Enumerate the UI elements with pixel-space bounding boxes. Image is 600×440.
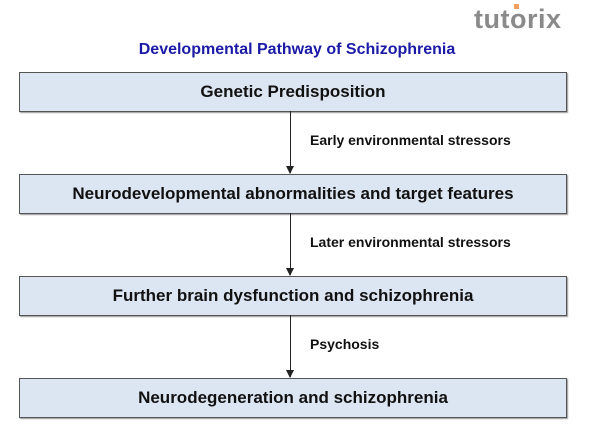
transition-label-later: Later environmental stressors (310, 234, 511, 250)
diagram-title: Developmental Pathway of Schizophrenia (138, 41, 456, 58)
stage-box-neurodevelopmental: Neurodevelopmental abnormalities and tar… (19, 174, 567, 214)
tutorix-logo: tutorix (474, 4, 562, 35)
arrow-down (286, 213, 294, 276)
logo-text: tutorix (474, 4, 562, 34)
stage-box-genetic: Genetic Predisposition (19, 72, 567, 112)
stage-box-brain-dysfunction: Further brain dysfunction and schizophre… (19, 276, 567, 316)
transition-label-psychosis: Psychosis (310, 336, 380, 352)
stage-box-neurodegeneration: Neurodegeneration and schizophrenia (19, 378, 567, 418)
transition-label-early: Early environmental stressors (310, 132, 511, 148)
logo-dot (514, 4, 519, 9)
arrow-down (286, 315, 294, 378)
arrow-down (286, 111, 294, 174)
